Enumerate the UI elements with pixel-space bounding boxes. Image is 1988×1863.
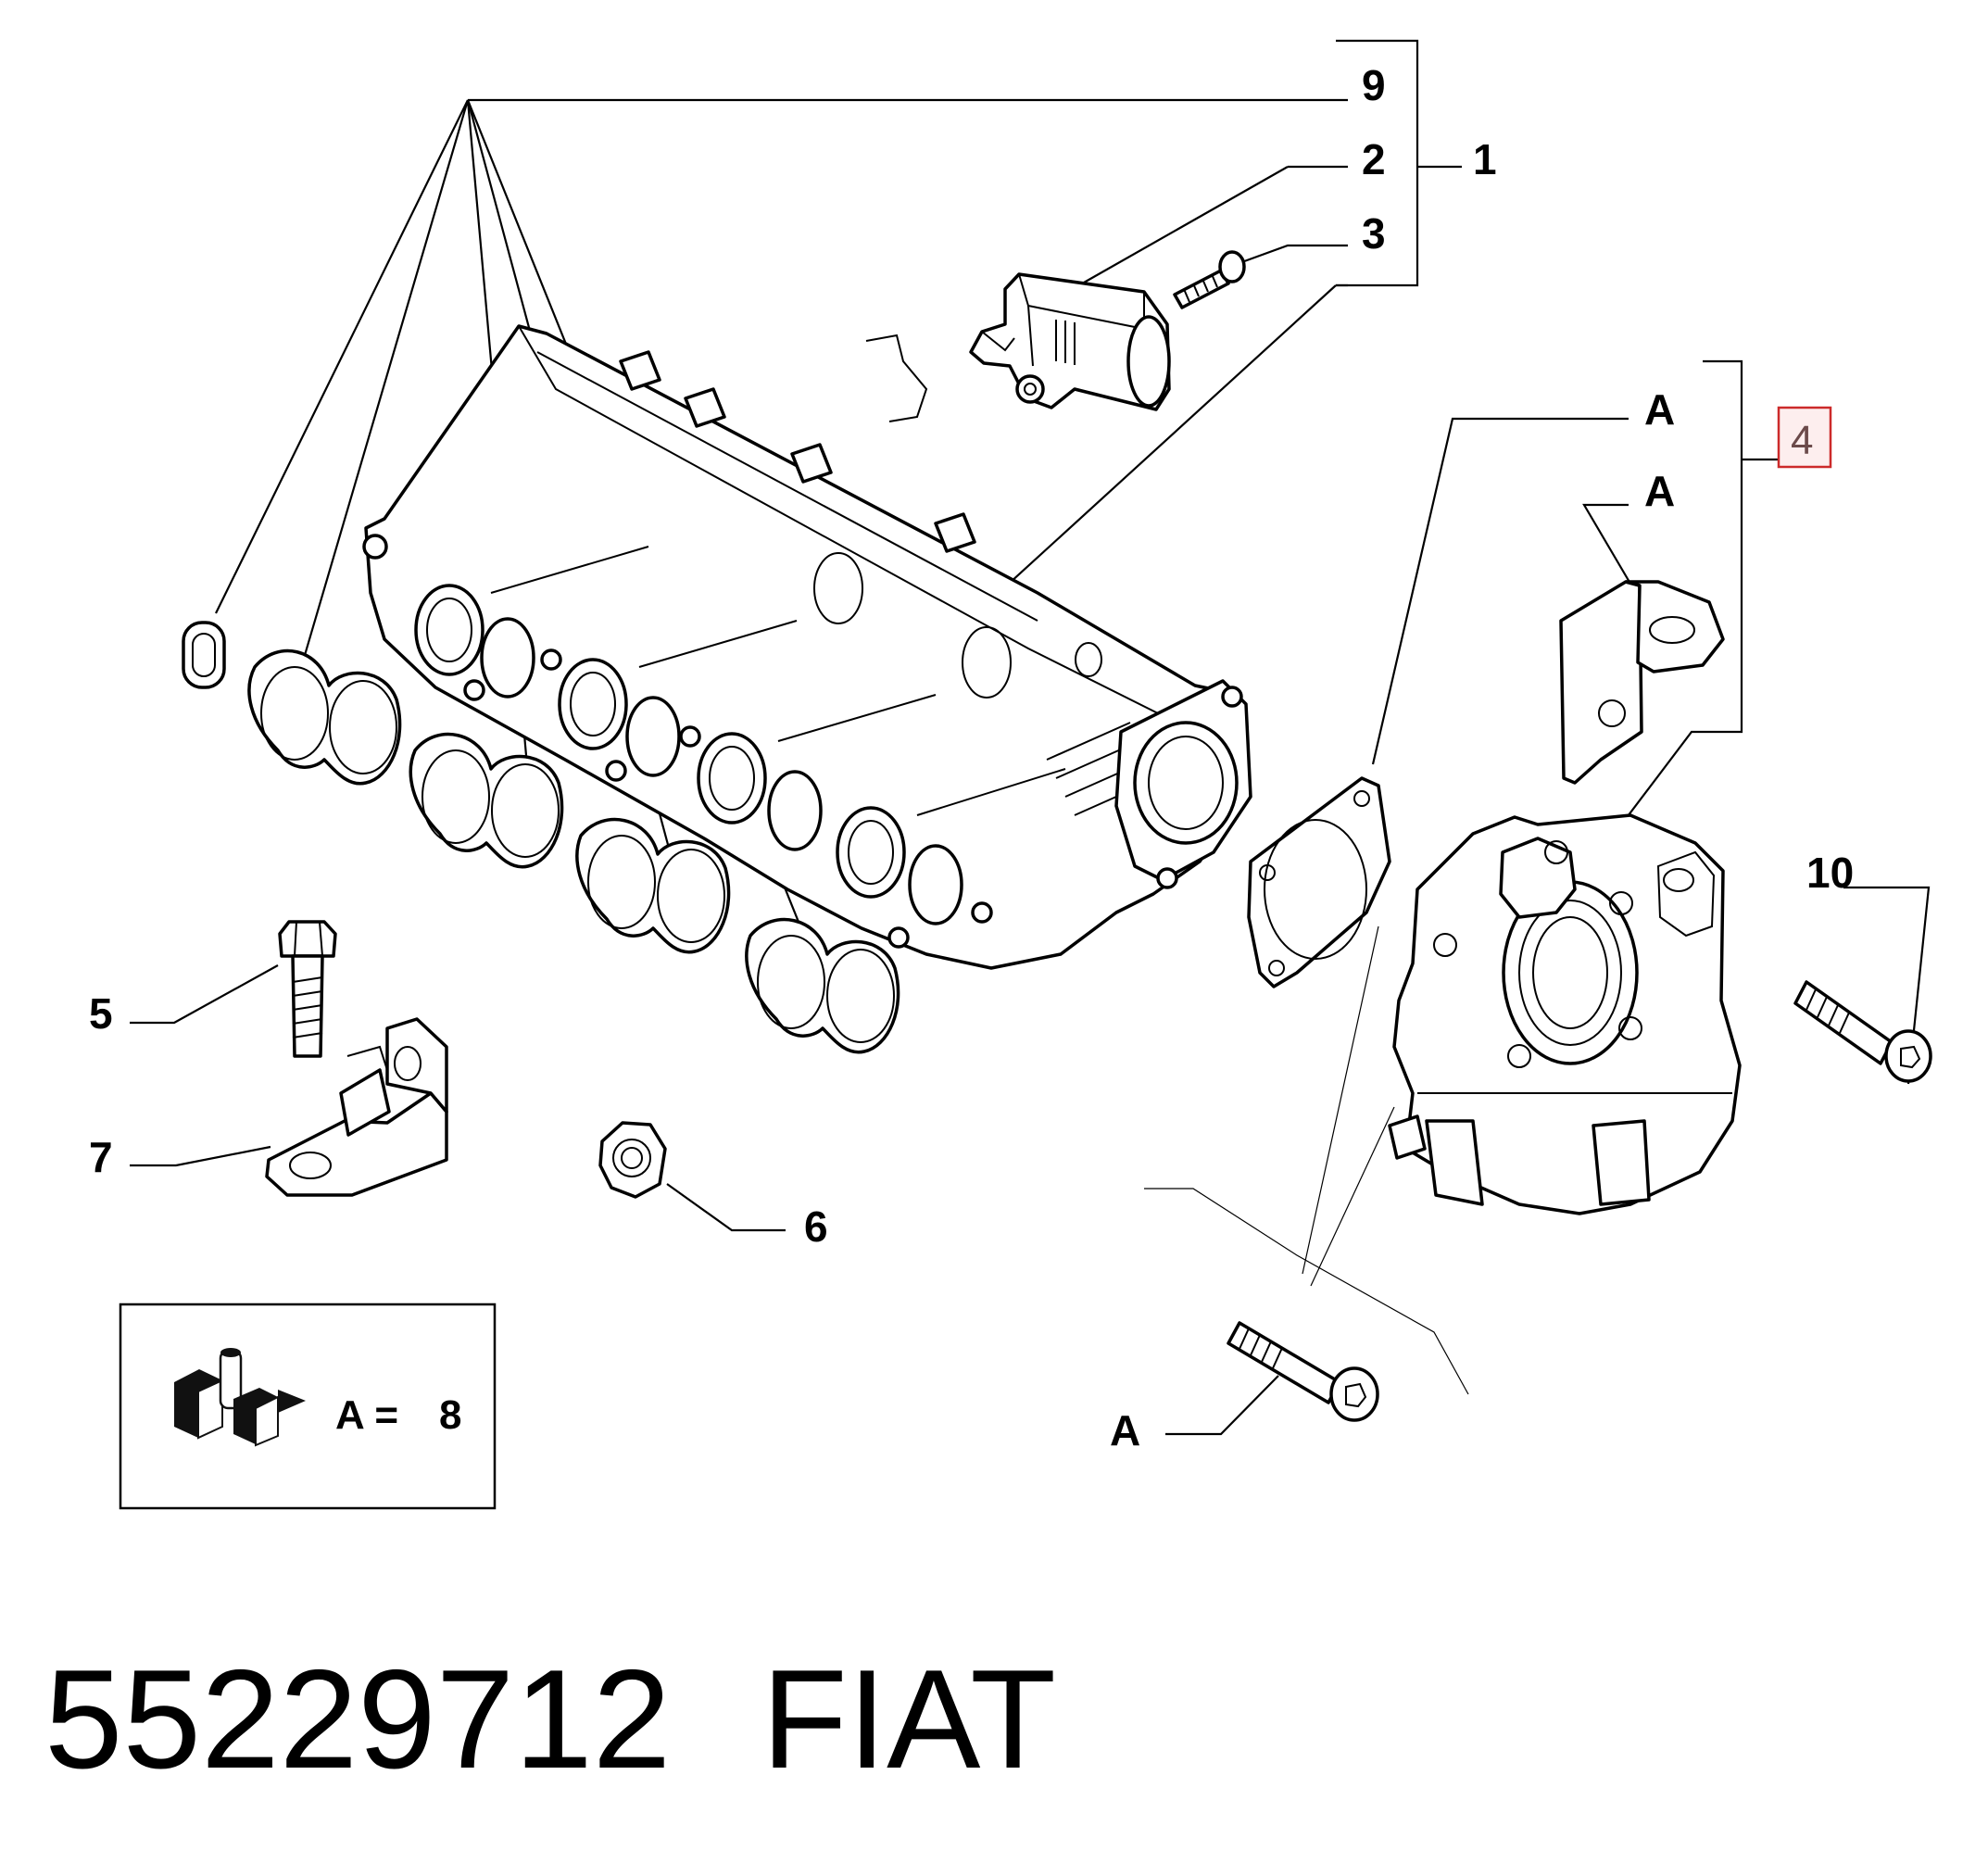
callout-A-gasket: A [1644, 385, 1675, 434]
callout-4: 4 [1791, 418, 1813, 463]
legend-value: 8 [439, 1392, 461, 1438]
brand-name: FIAT [761, 1641, 1057, 1798]
callout-A-bracket: A [1644, 467, 1675, 515]
manifold-gasket-4 [745, 917, 900, 1054]
hex-bolt-5 [278, 920, 337, 1058]
highlight-box [1777, 406, 1832, 469]
throttle-body [1388, 813, 1742, 1215]
callout-A-bolt: A [1110, 1406, 1140, 1454]
callout-6: 6 [804, 1202, 828, 1251]
callout-3: 3 [1362, 209, 1386, 258]
small-seal [182, 621, 226, 689]
pressure-sensor [969, 272, 1171, 411]
callout-2: 2 [1362, 135, 1386, 183]
socket-bolt-A [1227, 1321, 1379, 1422]
legend-box: A = 8 [119, 1303, 497, 1510]
manifold-gasket-3 [575, 817, 731, 954]
throttle-bracket [1559, 580, 1725, 785]
callout-1: 1 [1473, 135, 1497, 183]
support-bracket-7 [265, 1017, 448, 1197]
flange-nut-6 [598, 1121, 667, 1199]
fiat-parts-kit-icon [174, 1348, 306, 1447]
socket-bolt-10 [1793, 980, 1932, 1083]
callout-10: 10 [1806, 849, 1854, 897]
callout-7: 7 [89, 1133, 113, 1181]
throttle-gasket [1247, 776, 1391, 988]
callout-4-highlight: 4 [1777, 406, 1832, 469]
legend-label: A = [335, 1392, 398, 1438]
manifold-gasket-2 [409, 732, 564, 869]
callout-9: 9 [1362, 61, 1386, 109]
part-number: 55229712 [44, 1641, 672, 1798]
sensor-screw [1173, 250, 1246, 309]
intake-manifold [362, 324, 1252, 970]
manifold-gasket-1 [247, 648, 402, 786]
callout-5: 5 [89, 989, 113, 1038]
callout-labels: 9 2 1 3 A A 10 5 7 6 A [89, 61, 1854, 1454]
